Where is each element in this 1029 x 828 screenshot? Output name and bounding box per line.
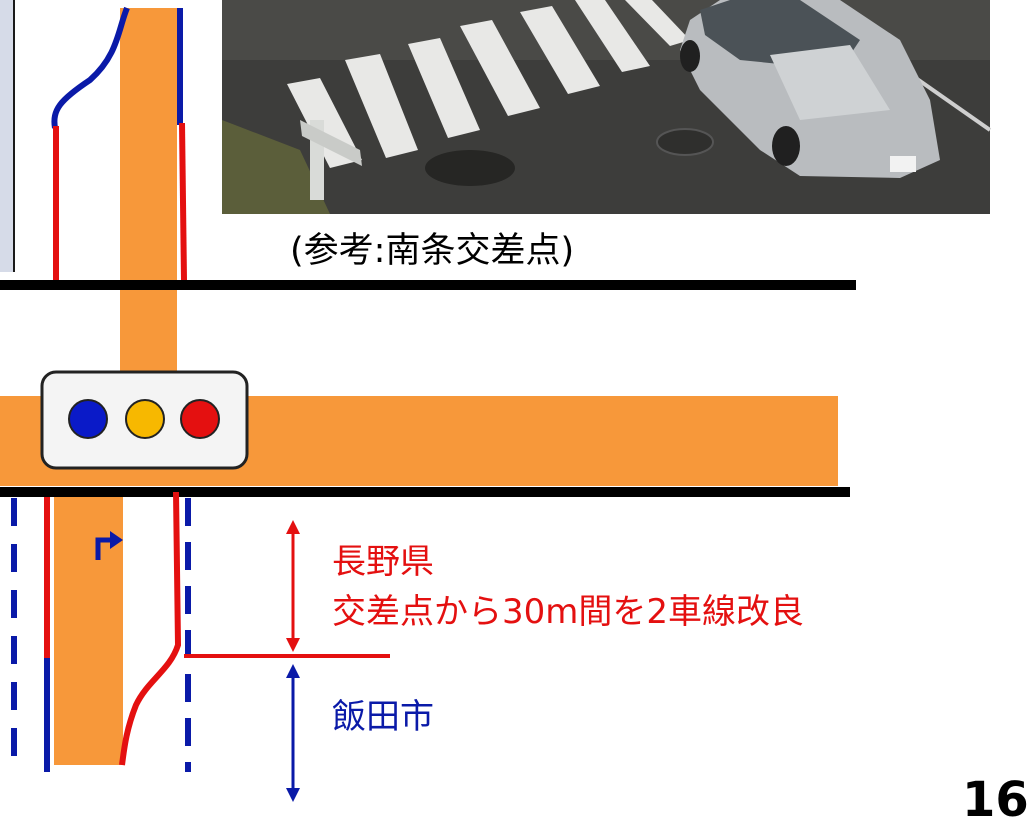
side-panel bbox=[0, 0, 14, 272]
photo-caption: (参考:南条交差点) bbox=[290, 231, 575, 271]
page-number: 16 bbox=[962, 772, 1029, 828]
road-edge-lower bbox=[0, 487, 850, 497]
upper-right-red-line bbox=[179, 122, 187, 281]
prefecture-note: 交差点から30m間を2車線改良 bbox=[332, 592, 805, 632]
signal-red-light bbox=[180, 399, 220, 439]
prefecture-range-arrow bbox=[286, 520, 300, 652]
intersection-diagram bbox=[0, 0, 992, 802]
city-range-arrow bbox=[286, 664, 300, 802]
city-label: 飯田市 bbox=[332, 697, 434, 737]
lower-right-red-curve bbox=[119, 491, 182, 766]
signal-blue-light bbox=[68, 399, 108, 439]
upper-left-blue-curve bbox=[51, 6, 130, 129]
car bbox=[680, 0, 940, 178]
road-edge-upper bbox=[0, 280, 856, 290]
right-turn-arrow-icon bbox=[95, 531, 123, 560]
north-road bbox=[120, 8, 177, 280]
prefecture-label: 長野県 bbox=[332, 542, 434, 582]
traffic-signal-icon bbox=[40, 370, 249, 470]
signal-yellow-light bbox=[125, 399, 165, 439]
reference-photo bbox=[222, 0, 992, 214]
